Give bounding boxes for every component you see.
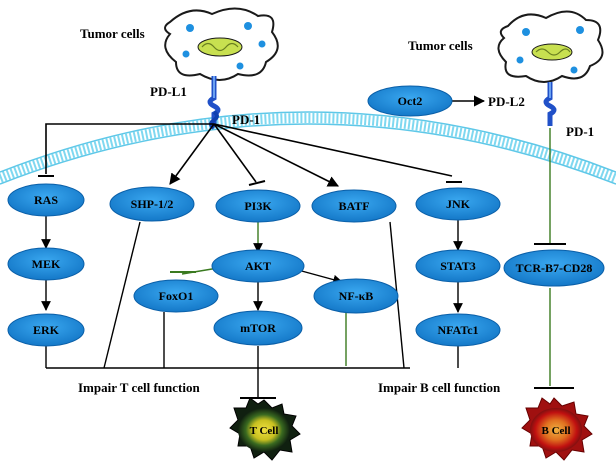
tumor-cell-left-icon [164,7,279,81]
edge-akt-foxo1 [170,267,219,275]
node-foxo1: FoxO1 [133,279,219,313]
tumor-cells-right-label: Tumor cells [408,38,473,53]
node-mek: MEK [7,247,85,281]
node-stat3: STAT3 [415,249,501,283]
node-oct2: Oct2 [367,85,453,117]
svg-text:mTOR: mTOR [240,321,276,335]
edge-pd1-batf [213,123,340,187]
svg-text:NFATc1: NFATc1 [437,323,478,337]
svg-text:SHP-1/2: SHP-1/2 [131,197,174,211]
svg-text:B Cell: B Cell [541,425,570,437]
svg-text:JNK: JNK [446,197,471,211]
b-cell-icon: B Cell [521,397,593,461]
svg-text:MEK: MEK [32,257,61,271]
pd1-receptor-left-icon [209,110,219,130]
svg-text:PI3K: PI3K [244,199,272,213]
svg-text:AKT: AKT [245,259,271,273]
node-nfatc1: NFATc1 [415,313,501,347]
pd1-edges [38,123,462,187]
pd1-left-label: PD-1 [232,112,260,127]
svg-text:TCR-B7-CD28: TCR-B7-CD28 [516,261,593,275]
pdl1-label: PD-L1 [150,84,187,99]
edge-pd1-jnk [213,123,453,177]
cell-membrane [0,111,616,185]
pd1-receptor-right-icon [543,82,557,126]
edge-pd1-pi3k [213,123,257,183]
node-ras: RAS [7,183,85,217]
node-batf: BATF [311,189,397,223]
node-jnk: JNK [415,187,501,221]
impair-b-label: Impair B cell function [378,380,501,395]
tumor-cells-left-label: Tumor cells [80,26,145,41]
impair-t-label: Impair T cell function [78,380,200,395]
node-tcr: TCR-B7-CD28 [503,249,605,287]
pd1-right-label: PD-1 [566,124,594,139]
b-cell-pathway [534,128,574,389]
node-nfkb: NF-κB [313,278,399,314]
impair-t-connectors [45,221,459,399]
svg-text:BATF: BATF [338,199,369,213]
svg-text:FoxO1: FoxO1 [159,289,194,303]
edge-akt-nfkb [297,269,343,285]
node-pi3k: PI3K [215,189,301,223]
tumor-cell-right-icon [497,10,604,83]
svg-text:STAT3: STAT3 [440,259,476,273]
node-mtor: mTOR [213,310,303,346]
svg-text:NF-κB: NF-κB [339,289,374,303]
node-akt: AKT [211,249,305,283]
t-cell-icon: T Cell [229,397,301,461]
edge-pd1-ras [45,123,214,174]
svg-text:Oct2: Oct2 [398,94,423,108]
svg-text:RAS: RAS [34,193,58,207]
node-erk: ERK [7,313,85,347]
svg-text:T Cell: T Cell [250,425,279,437]
edge-pd1-shp [169,123,215,185]
node-shp: SHP-1/2 [109,186,195,222]
pdl2-label: PD-L2 [488,94,525,109]
svg-text:ERK: ERK [33,323,60,337]
